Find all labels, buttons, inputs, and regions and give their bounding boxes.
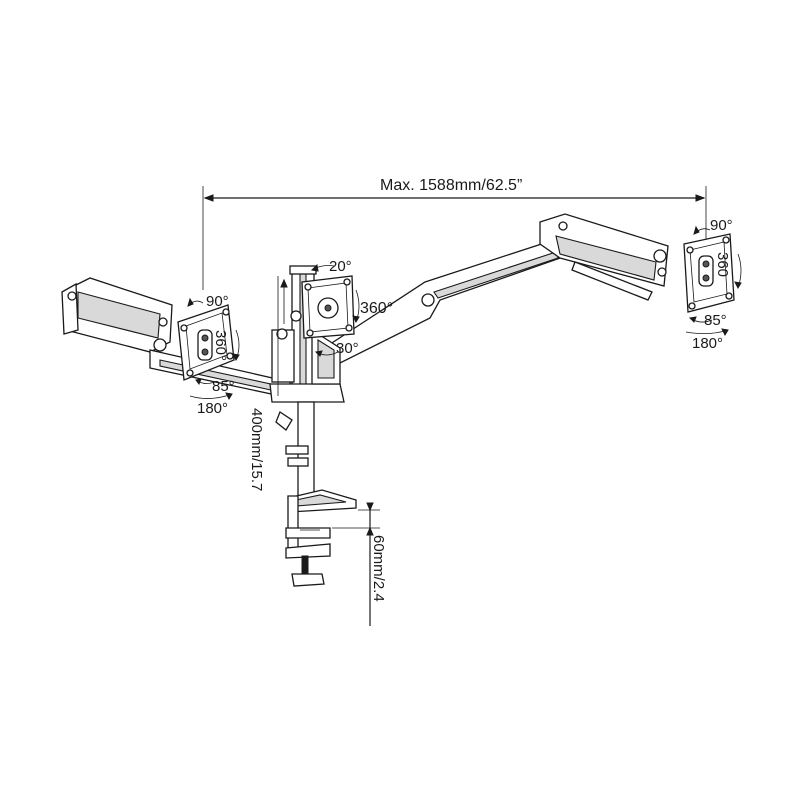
right-rotation-arrows [685,225,742,337]
right-arm [311,213,669,375]
left-swivel-label: 180° [197,400,228,417]
left-arm [61,277,291,399]
desk-clamp [285,489,357,587]
right-swivel-label: 180° [692,335,723,352]
left-tilt-up-label: 90° [206,293,229,310]
center-rotate-label: 360° [360,300,393,317]
center-rotation-arrows [280,263,360,357]
left-rotation-arrows [187,297,240,401]
center-vesa-plate [301,275,355,339]
pole-height-label: 400mm/15.7 [248,408,265,491]
left-vesa-plate [177,304,235,381]
right-tilt-up-label: 90° [710,217,733,234]
overall-width-label: Max. 1588mm/62.5” [380,177,522,194]
right-tilt-down-label: 85° [704,312,727,329]
clamp-range-label: 60mm/2.4 [370,535,387,602]
right-vesa-plate [683,233,735,313]
left-rotate-label: 360° [212,330,229,361]
center-tilt-label: 20° [329,258,352,275]
left-tilt-down-label: 85° [212,378,235,395]
clamp-range-dimension [332,502,380,626]
center-pole [269,265,345,499]
overall-width-dimension [202,186,707,290]
center-swivel-label: 30° [336,340,359,357]
right-rotate-label: 360 [714,252,731,277]
